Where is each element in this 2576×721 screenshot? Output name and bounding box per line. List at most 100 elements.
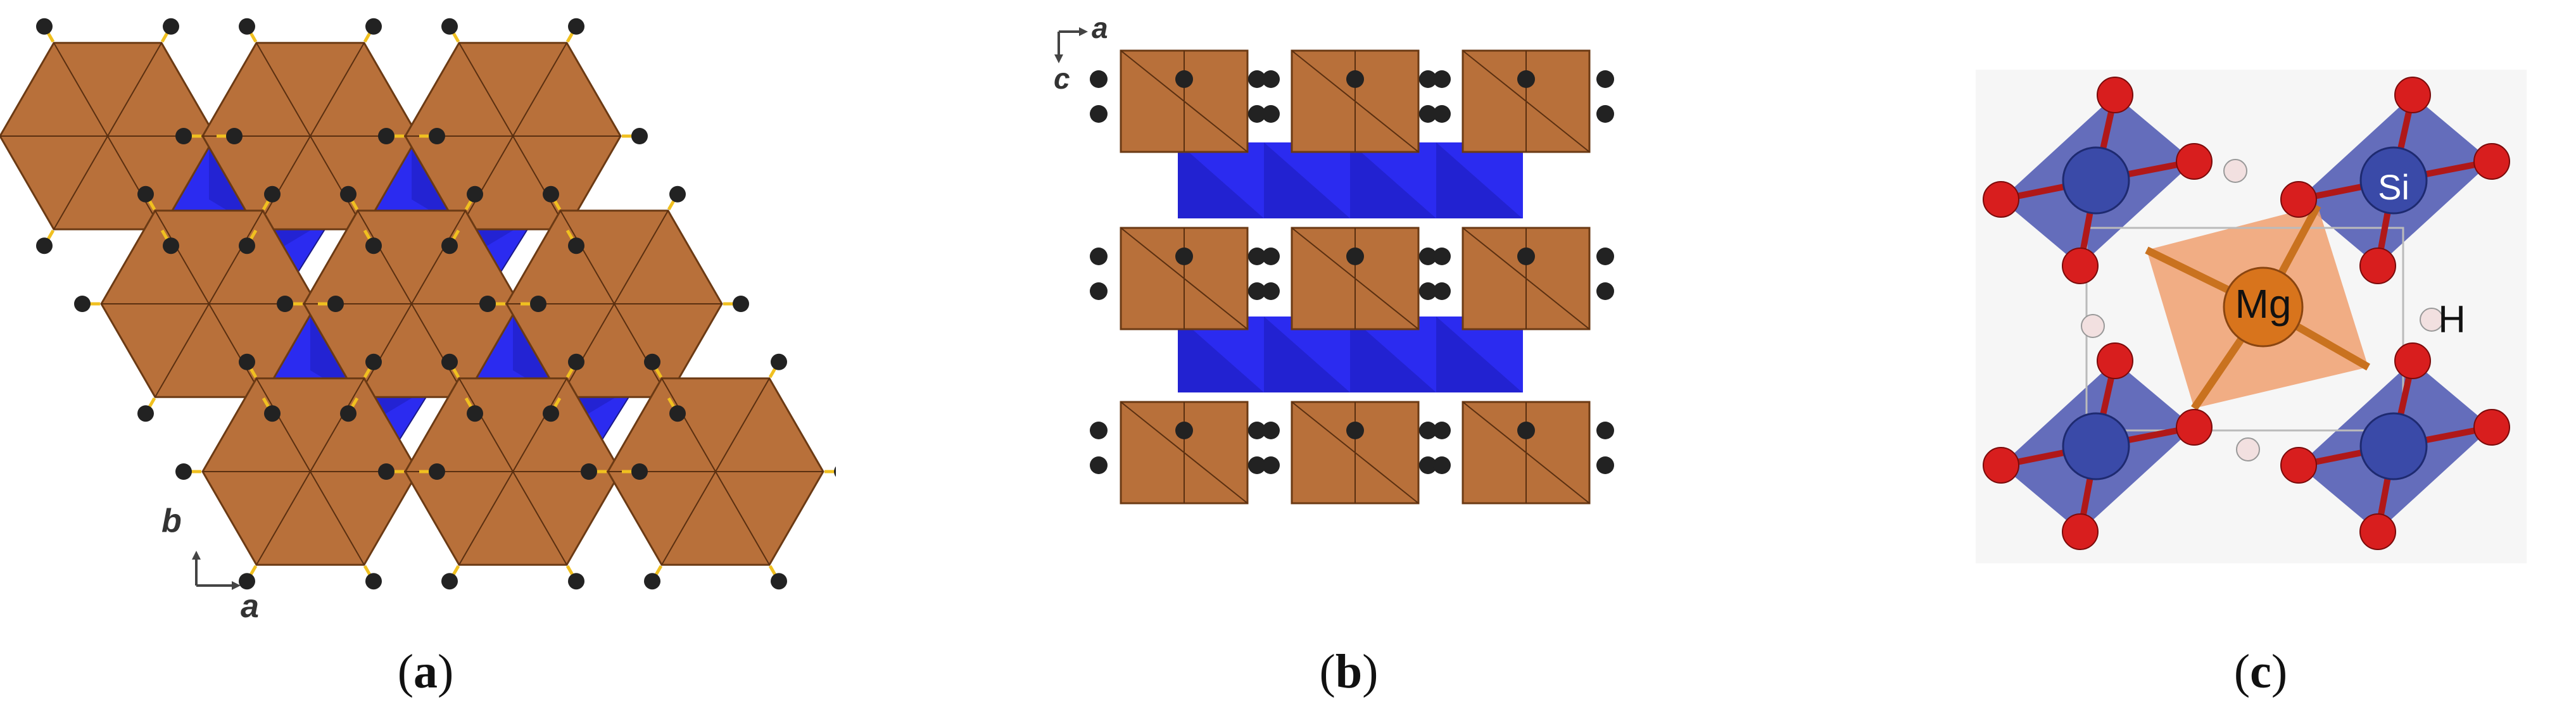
hydroxyl-atom (1419, 282, 1437, 300)
hydroxyl-atom (568, 18, 584, 35)
hydroxyl-atom (1433, 422, 1451, 439)
hydroxyl-atom (1262, 282, 1280, 300)
hydrogen-atom (2081, 314, 2105, 338)
axis-b-label: b (161, 503, 182, 539)
hydroxyl-atom (1596, 422, 1614, 439)
hydroxyl-atom (1262, 248, 1280, 265)
panel-b-structure: a c (1039, 0, 1659, 519)
panel-b-drawing: a c (1054, 11, 1614, 505)
hydroxyl-atom (264, 185, 281, 203)
hydroxyl-atom (1419, 422, 1437, 439)
oxygen-atom (2097, 77, 2133, 113)
hydroxyl-atom (771, 353, 787, 370)
hydroxyl-atom (365, 353, 382, 370)
h-label: H (2438, 298, 2465, 341)
hydroxyl-atom (277, 296, 293, 312)
hydroxyl-atom (543, 185, 559, 203)
oxygen-atom (2359, 248, 2396, 284)
hydroxyl-atom (1433, 456, 1451, 474)
caption-b: (b) (1319, 645, 1379, 698)
oxygen-atom (2176, 409, 2213, 446)
hydroxyl-atom (568, 573, 584, 590)
hydroxyl-atom (1433, 282, 1451, 300)
hydroxyl-atom (530, 296, 546, 312)
hydroxyl-atom (568, 353, 584, 370)
oxygen-atom (1983, 181, 2019, 218)
oxygen-atom (2394, 77, 2431, 113)
hydrogen-atom (2236, 437, 2260, 461)
hydroxyl-atom (1262, 70, 1280, 88)
atoms-layer (36, 18, 836, 590)
caption-a-letter: a (414, 645, 438, 698)
tetrahedron-face (1436, 142, 1522, 218)
hydroxyl-atom (1433, 70, 1451, 88)
caption-a: (a) (397, 645, 454, 698)
hydrogen-atom (2420, 308, 2444, 332)
hydroxyl-atom (1090, 456, 1108, 474)
tetrahedron-face (1264, 317, 1350, 392)
hydroxyl-atom (378, 128, 395, 144)
hydroxyl-atom (467, 185, 483, 203)
hydroxyl-atom (1419, 105, 1437, 123)
hydroxyl-atom (365, 18, 382, 35)
hydroxyl-atom (239, 237, 255, 254)
interior-atom (1175, 248, 1193, 265)
hydroxyl-atom (467, 405, 483, 422)
interior-atom (1517, 422, 1535, 439)
tetrahedron-face (1178, 317, 1264, 392)
hydroxyl-atom (669, 185, 686, 203)
hydroxyl-atom (441, 18, 458, 35)
hydroxyl-atom (441, 573, 458, 590)
hydroxyl-atom (1248, 422, 1266, 439)
hydroxyl-atom (631, 128, 648, 144)
hydroxyl-atom (340, 405, 357, 422)
hydroxyl-atom (1090, 248, 1108, 265)
hydroxyl-atom (175, 463, 192, 480)
hydroxyl-atom (36, 237, 53, 254)
hydroxyl-atom (644, 353, 660, 370)
interior-atom (1517, 248, 1535, 265)
tetrahedron-face (1178, 142, 1264, 218)
mg-label: Mg (2235, 281, 2292, 327)
octahedral-rows (1090, 49, 1614, 505)
oxygen-atom (2062, 513, 2099, 550)
hydroxyl-atom (1596, 456, 1614, 474)
hydroxyl-atom (1596, 248, 1614, 265)
hydroxyl-atom (1090, 70, 1108, 88)
hydroxyl-atom (834, 466, 836, 477)
hydroxyl-atom (1248, 248, 1266, 265)
octahedra-layer (0, 42, 824, 566)
hydroxyl-atom (378, 463, 395, 480)
hydroxyl-atom (365, 573, 382, 590)
panel-c-drawing: Si Mg H (1976, 70, 2527, 563)
panel-b-axes: a c (1054, 11, 1108, 95)
silicon-atom (2062, 146, 2130, 215)
interior-atom (1346, 422, 1364, 439)
hydroxyl-atom (74, 296, 91, 312)
hydroxyl-atom (163, 18, 179, 35)
hydroxyl-atom (1262, 105, 1280, 123)
silicon-atom (2062, 412, 2130, 480)
hydroxyl-atom (1262, 422, 1280, 439)
hydroxyl-atom (429, 128, 445, 144)
tetrahedron-face (1264, 142, 1350, 218)
oxygen-atom (2280, 181, 2317, 218)
hydroxyl-atom (163, 237, 179, 254)
hydroxyl-atom (1248, 456, 1266, 474)
interior-atom (1346, 248, 1364, 265)
hydroxyl-atom (631, 463, 648, 480)
hydroxyl-atom (1419, 248, 1437, 265)
hydroxyl-atom (568, 237, 584, 254)
hydroxyl-atom (137, 185, 154, 203)
tetrahedron-face (1350, 317, 1436, 392)
panel-a-drawing: b a (0, 18, 836, 625)
hydroxyl-atom (1090, 105, 1108, 123)
hydroxyl-atom (1248, 70, 1266, 88)
caption-b-letter: b (1335, 645, 1363, 698)
hydroxyl-atom (1248, 105, 1266, 123)
interior-atom (1175, 70, 1193, 88)
si-label: Si (2378, 167, 2409, 207)
hydroxyl-atom (1419, 456, 1437, 474)
hydroxyl-atom (137, 405, 154, 422)
hydroxyl-atom (581, 463, 597, 480)
